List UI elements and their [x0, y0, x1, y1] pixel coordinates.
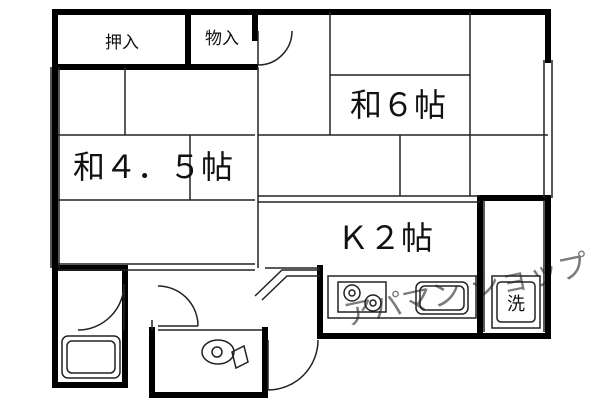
- room-label-washitsu-45: 和４．５帖: [73, 148, 233, 186]
- fixtures: [61, 275, 541, 379]
- partitions: [50, 12, 553, 332]
- door-hall: [157, 285, 199, 327]
- walls: [52, 9, 551, 398]
- door-swings: [77, 30, 320, 391]
- room-label-washitsu-6: 和６帖: [350, 86, 446, 124]
- door-monoire: [257, 30, 293, 66]
- washbasin: [491, 275, 541, 329]
- stove-burner-left: [343, 284, 361, 302]
- room-label-kitchen: Ｋ２帖: [337, 219, 433, 257]
- door-toilet: [267, 339, 319, 391]
- bathtub: [61, 335, 121, 379]
- toilet: [201, 339, 249, 370]
- kitchen-counter: [327, 275, 477, 319]
- watermark-text: アパマン ショップ: [341, 248, 592, 334]
- stove: [337, 281, 387, 313]
- room-label-monoire: 物入: [205, 29, 239, 49]
- door-entry: [77, 283, 125, 331]
- stove-burner-right: [364, 294, 382, 312]
- washbasin-label: 洗: [507, 294, 525, 315]
- watermark-logo: アパマン ショップ: [341, 248, 592, 334]
- kitchen-sink: [415, 281, 469, 315]
- room-label-oshiire: 押入: [105, 33, 139, 53]
